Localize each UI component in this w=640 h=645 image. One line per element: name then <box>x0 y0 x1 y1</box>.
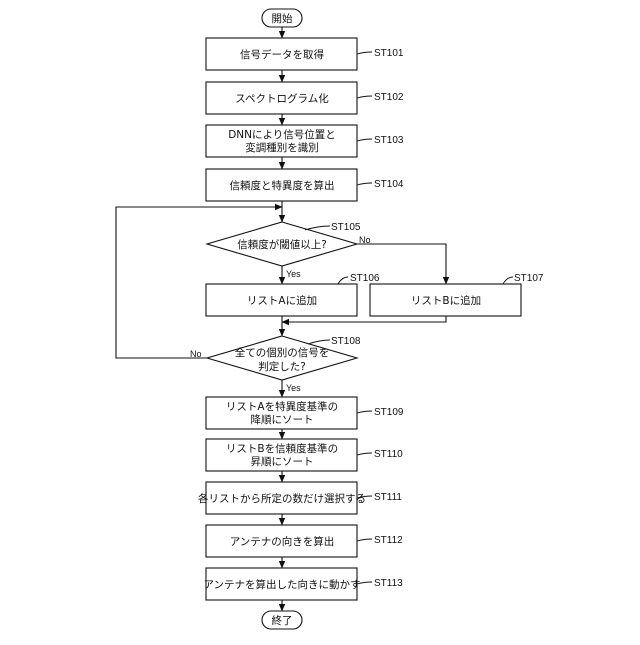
leader-st103 <box>357 139 372 141</box>
end-label: 終了 <box>272 614 293 627</box>
decision-text-line1: 全ての個別の信号を <box>235 346 330 359</box>
step-text-line1: DNNにより信号位置と <box>228 128 336 141</box>
label-st105: ST105 <box>331 222 361 233</box>
label-st111: ST111 <box>374 492 402 503</box>
leader-st104 <box>357 183 372 185</box>
step-st111: 各リストから所定の数だけ選択する <box>198 482 366 514</box>
step-text-line2: 変調種別を識別 <box>245 141 319 154</box>
step-text-line1: リストBを信頼度基準の <box>226 442 338 455</box>
step-text: 各リストから所定の数だけ選択する <box>198 492 366 505</box>
yes-label: Yes <box>286 383 301 393</box>
step-text: アンテナを算出した向きに動かす <box>203 578 360 591</box>
step-text: 信頼度と特異度を算出 <box>230 179 335 192</box>
step-st104: 信頼度と特異度を算出 <box>206 169 357 201</box>
start-label: 開始 <box>272 12 293 25</box>
leader-st107 <box>503 277 513 284</box>
leader-st112 <box>357 539 372 541</box>
step-st110: リストBを信頼度基準の 昇順にソート <box>206 439 357 471</box>
step-st102: スペクトログラム化 <box>206 82 357 114</box>
label-st112: ST112 <box>374 535 403 546</box>
label-st103: ST103 <box>374 135 404 146</box>
step-text: アンテナの向きを算出 <box>230 535 335 548</box>
label-st101: ST101 <box>374 48 404 59</box>
step-text-line2: 昇順にソート <box>251 456 314 468</box>
step-text-line2: 降順にソート <box>251 413 314 426</box>
leader-st101 <box>357 52 372 54</box>
connectors <box>116 27 446 611</box>
start-terminal: 開始 <box>262 9 302 27</box>
leader-st106 <box>338 277 348 284</box>
decision-text: 信頼度が閾値以上? <box>237 238 327 251</box>
label-st107: ST107 <box>514 273 544 284</box>
step-text: リストAに追加 <box>247 294 317 307</box>
step-text-line1: リストAを特異度基準の <box>226 400 338 413</box>
step-st113: アンテナを算出した向きに動かす <box>203 568 360 600</box>
label-st102: ST102 <box>374 92 404 103</box>
no-label: No <box>359 235 371 245</box>
step-st112: アンテナの向きを算出 <box>206 525 357 557</box>
label-st113: ST113 <box>374 578 403 589</box>
leader-st102 <box>357 96 372 98</box>
label-st109: ST109 <box>374 407 404 418</box>
label-st110: ST110 <box>374 449 403 460</box>
step-st109: リストAを特異度基準の 降順にソート <box>206 397 357 429</box>
step-st101: 信号データを取得 <box>206 38 357 70</box>
step-text: 信号データを取得 <box>240 48 324 61</box>
label-st106: ST106 <box>350 273 380 284</box>
yes-label: Yes <box>286 269 301 279</box>
step-text: スペクトログラム化 <box>235 92 329 105</box>
label-st108: ST108 <box>331 336 361 347</box>
no-label: No <box>190 349 202 359</box>
arrow-st107-merge <box>282 316 446 322</box>
end-terminal: 終了 <box>262 611 302 629</box>
decision-text-line2: 判定した? <box>258 360 306 373</box>
step-st106: リストAに追加 <box>206 284 357 316</box>
step-text: リストBに追加 <box>411 294 481 307</box>
leader-st108 <box>308 340 330 344</box>
label-st104: ST104 <box>374 179 404 190</box>
leader-st109 <box>357 411 372 413</box>
leader-st110 <box>357 453 372 455</box>
step-st107: リストBに追加 <box>370 284 521 316</box>
step-st103: DNNにより信号位置と 変調種別を識別 <box>206 125 357 157</box>
